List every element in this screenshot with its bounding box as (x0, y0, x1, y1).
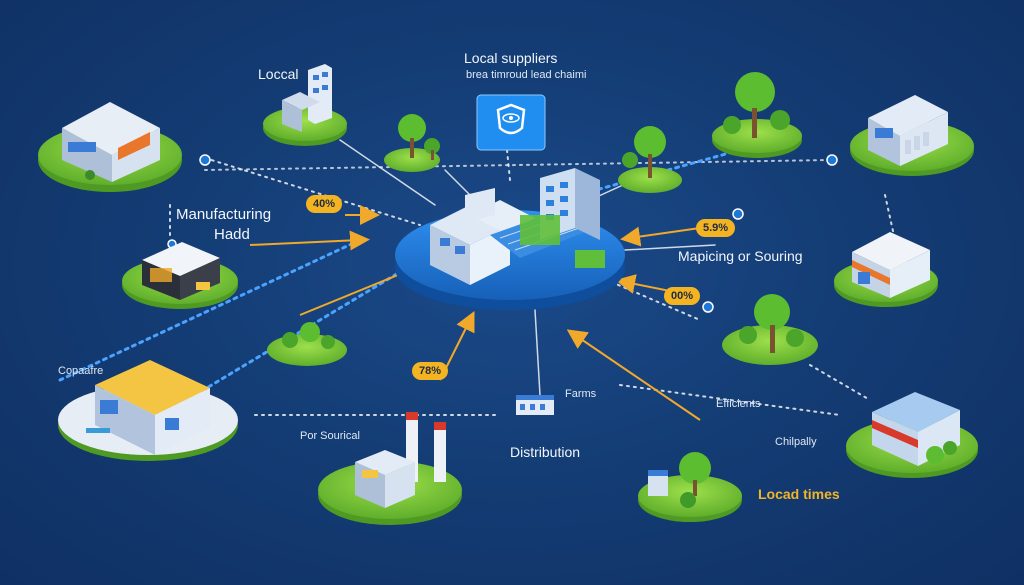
island-trees (618, 126, 682, 193)
connector-line (624, 244, 716, 251)
island-factory-right (850, 95, 974, 176)
flow-arrows (249, 205, 701, 421)
island-trees (722, 294, 818, 365)
island-office (263, 64, 347, 146)
island-warehouse (38, 102, 182, 192)
label-local-times: Locad times (758, 486, 840, 502)
island-forest (712, 72, 802, 158)
connector-line (884, 194, 896, 241)
island-local-times (638, 452, 742, 522)
connector-line (204, 159, 831, 171)
label-chilpally: Chilpally (775, 436, 817, 448)
label-farms: Farms (565, 388, 597, 400)
label-distribution: Distribution (510, 444, 581, 460)
island-store (846, 392, 978, 478)
connector-node (732, 208, 744, 220)
label-manufacturing-line2: Hadd (214, 226, 250, 243)
shield-eye-icon (476, 94, 546, 151)
label-local: Loccal (258, 66, 299, 82)
island-trees (384, 114, 440, 172)
central-hub (395, 168, 625, 310)
connector-node (702, 301, 714, 313)
connector-line (339, 139, 436, 206)
label-local-suppliers: Local suppliers (464, 50, 558, 66)
island-trees (267, 322, 347, 366)
label-local-suppliers-sub: brea timroud lead chaimi (466, 69, 587, 81)
badge-40: 40% (306, 195, 343, 213)
connector-line (534, 309, 541, 396)
island-power-plant (318, 412, 462, 525)
label-manufacturing: Manufacturing (176, 206, 272, 223)
connector-line (444, 169, 471, 196)
connector-node (199, 154, 211, 166)
label-copaafre: Copaafre (58, 365, 104, 377)
connector-node (826, 154, 838, 166)
farms-building (516, 395, 554, 415)
label-por-sourical: Por Sourical (300, 430, 360, 442)
flow-arrow (249, 230, 370, 251)
island-copaafre (58, 360, 238, 461)
island-manufacturing (122, 242, 238, 309)
flow-arrow (620, 226, 701, 247)
connector-nodes (167, 154, 838, 313)
label-mapping-sourcing: Mapicing or Souring (678, 248, 803, 264)
badge-59: 5.9% (696, 219, 736, 237)
flow-arrow (566, 329, 701, 421)
badge-00: 00% (664, 287, 701, 305)
island-shop (834, 232, 938, 307)
connector-line (809, 364, 871, 401)
connector-line (58, 238, 362, 382)
badge-78: 78% (412, 362, 449, 380)
flow-arrow (299, 264, 420, 316)
label-efficients: Efficients (716, 398, 761, 410)
islands (38, 64, 978, 525)
